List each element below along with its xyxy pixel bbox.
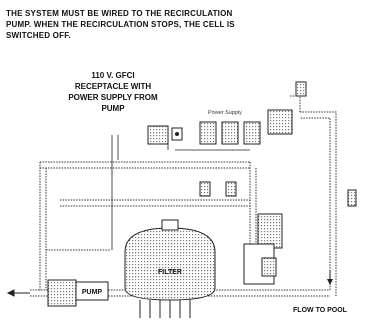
receptacle-box bbox=[147, 125, 183, 145]
flow-to-pool: FLOW TO POOL bbox=[293, 270, 348, 314]
warning-line-3: SWITCHED OFF. bbox=[6, 31, 71, 40]
receptacle-label: 110 V. GFCI RECEPTACLE WITH POWER SUPPLY… bbox=[58, 70, 168, 114]
wiring-warning-text: THE SYSTEM MUST BE WIRED TO THE RECIRCUL… bbox=[6, 8, 306, 41]
inlet-arrow bbox=[6, 289, 30, 297]
valves bbox=[199, 81, 357, 207]
warning-line-2: PUMP. WHEN THE RECIRCULATION STOPS, THE … bbox=[6, 20, 235, 29]
receptacle-line-3: POWER SUPPLY FROM bbox=[68, 93, 158, 102]
receptacle-line-1: 110 V. GFCI bbox=[91, 71, 135, 80]
pump-label: PUMP bbox=[82, 289, 103, 296]
power-supply-units: Power Supply bbox=[199, 109, 293, 145]
salt-cell bbox=[243, 213, 283, 285]
receptacle-line-4: PUMP bbox=[101, 104, 125, 113]
pump: PUMP bbox=[47, 279, 109, 307]
flow-to-pool-label: FLOW TO POOL bbox=[293, 307, 348, 314]
power-supply-label: Power Supply bbox=[208, 110, 242, 116]
filter-tank: FILTER bbox=[124, 219, 216, 318]
receptacle-line-2: RECEPTACLE WITH bbox=[74, 82, 152, 91]
warning-line-1: THE SYSTEM MUST BE WIRED TO THE RECIRCUL… bbox=[6, 9, 233, 18]
filter-label: FILTER bbox=[158, 269, 182, 276]
